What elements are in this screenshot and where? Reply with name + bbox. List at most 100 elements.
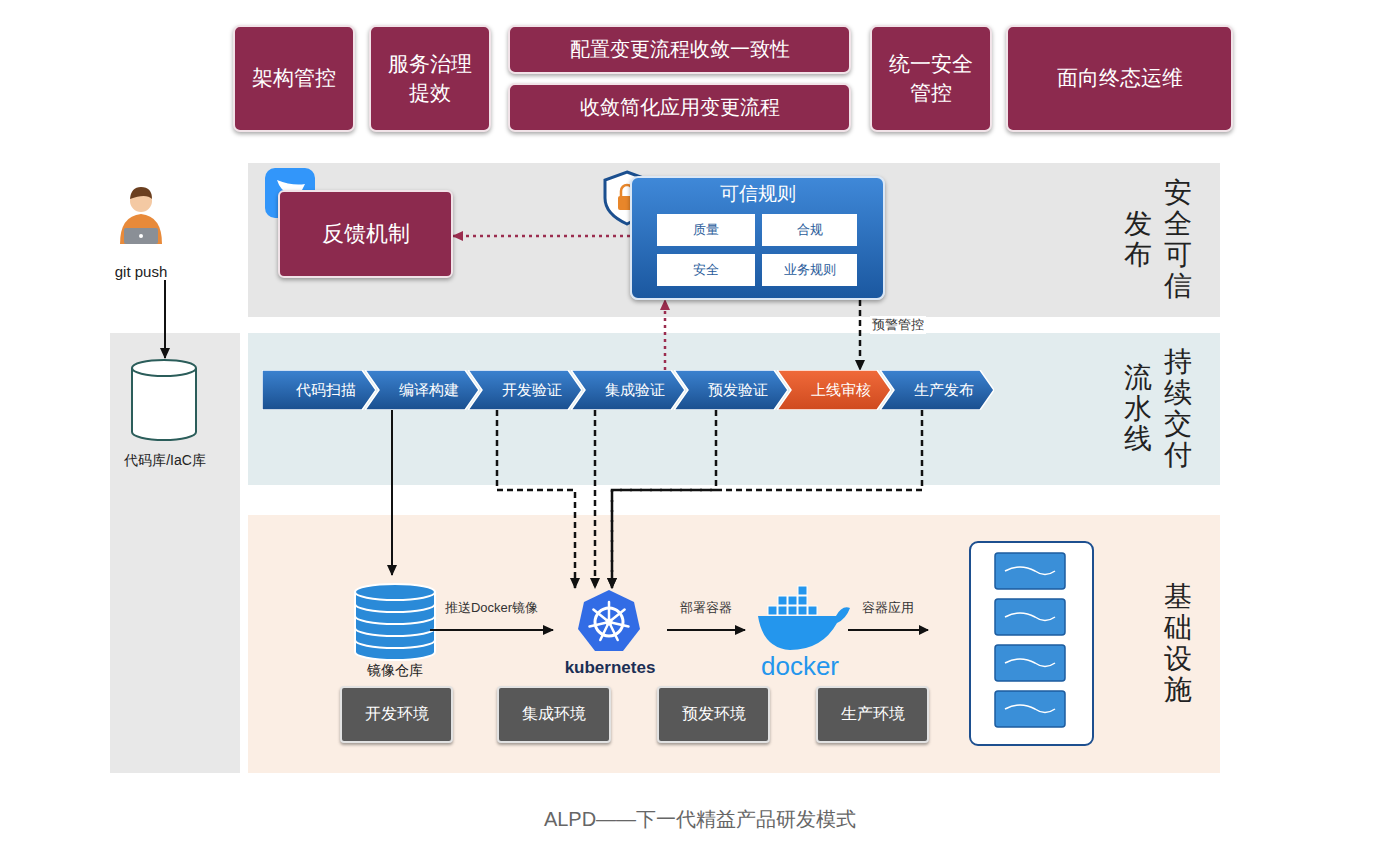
connector <box>667 629 745 631</box>
goal-box: 架构管控 <box>233 25 355 132</box>
pipeline-stage: 代码扫描 <box>262 370 376 410</box>
chevron-fill <box>777 370 891 410</box>
edge-label: 推送Docker镜像 <box>443 599 540 617</box>
band-title: 基础设施 <box>1164 515 1192 773</box>
band-ground <box>248 333 1220 485</box>
node-label: 开发验证 <box>502 381 562 400</box>
band-label: 安全可信 <box>1164 178 1192 301</box>
repo-node: 代码库/IaC库 <box>110 358 220 470</box>
docker-node: docker <box>745 590 855 682</box>
band-label: 持续交付 <box>1164 347 1192 470</box>
pipeline-stage: 开发验证 <box>468 370 582 410</box>
band-ground <box>248 515 1220 773</box>
pipeline-stage: 上线审核 <box>777 370 891 410</box>
kubernetes-icon <box>578 590 640 651</box>
rule-cell: 安全 <box>657 254 755 286</box>
band-label: 发布 <box>1124 209 1152 271</box>
chevron-fill <box>262 370 376 410</box>
node-label: 业务规则 <box>784 261 836 279</box>
rule-box: 可信规则质量 合规安全 业务规则 <box>630 176 885 300</box>
goal-box: 配置变更流程收敛一致性 <box>508 25 851 74</box>
node-label: docker <box>761 651 839 682</box>
node-label: 集成验证 <box>605 381 665 400</box>
developer-node: git push <box>96 186 186 280</box>
node-label: 生产环境 <box>841 704 905 725</box>
image-repo-icon <box>355 584 435 660</box>
arrow-label: 容器应用 <box>860 599 916 617</box>
goal-box: 收敛简化应用变更流程 <box>508 83 851 132</box>
layer-band: 基础设施镜像仓库 kubernetes docker 开发环境 集成环境 预发环境 生产环境 <box>248 515 1220 773</box>
band-title: 持续交付流水线 <box>1124 333 1192 485</box>
node-label: 合规 <box>797 221 823 239</box>
node-label: 质量 <box>693 221 719 239</box>
band-label: 流水线 <box>1124 363 1152 455</box>
left-column <box>110 333 240 773</box>
node-label: 开发环境 <box>365 704 429 725</box>
node-label: 安全 <box>693 261 719 279</box>
connector <box>391 410 393 575</box>
node-label: 配置变更流程收敛一致性 <box>570 36 790 63</box>
environment-box: 集成环境 <box>497 686 611 743</box>
node-label: 反馈机制 <box>322 219 410 249</box>
pipeline-stage: 编译构建 <box>365 370 479 410</box>
docker-icon <box>758 586 850 650</box>
node-label: 生产发布 <box>914 381 974 400</box>
goal-box: 统一安全管控 <box>870 25 992 132</box>
connector <box>594 410 597 588</box>
repo-cylinder <box>132 360 196 440</box>
environment-box: 开发环境 <box>340 686 453 743</box>
node-label: 服务治理提效 <box>387 50 473 107</box>
node-label: 集成环境 <box>522 704 586 725</box>
chevron-fill <box>571 370 685 410</box>
node-label: 收敛简化应用变更流程 <box>580 94 780 121</box>
node-label: 面向终态运维 <box>1057 64 1183 92</box>
chevron-fill <box>674 370 788 410</box>
node-label: 预发环境 <box>682 704 746 725</box>
node-label: 编译构建 <box>399 381 459 400</box>
chevron-fill <box>880 370 994 410</box>
connector <box>664 300 667 370</box>
goal-box: 服务治理提效 <box>369 25 491 132</box>
node-label: 代码扫描 <box>296 381 356 400</box>
person-icon <box>120 187 162 244</box>
caption: ALPD——下一代精益产品研发模式 <box>0 806 1400 833</box>
pipeline-stage: 生产发布 <box>880 370 994 410</box>
band-ground <box>248 163 1220 317</box>
node-label: 预发验证 <box>708 381 768 400</box>
rule-cell: 合规 <box>762 214 857 246</box>
band-title: 安全可信发布 <box>1124 163 1192 317</box>
pipeline-stage: 集成验证 <box>571 370 685 410</box>
connector <box>164 280 166 358</box>
goal-box: 面向终态运维 <box>1006 25 1233 132</box>
node-label: 代码库/IaC库 <box>124 452 206 470</box>
pipeline-stage: 预发验证 <box>674 370 788 410</box>
node-label: 上线审核 <box>811 381 871 400</box>
node-label: kubernetes <box>565 658 656 678</box>
environment-box: 预发环境 <box>657 686 770 743</box>
kubernetes-node: kubernetes <box>553 588 667 678</box>
edge-label: 预警管控 <box>870 316 926 334</box>
feedback-box: 反馈机制 <box>278 190 453 278</box>
node-label: 可信规则 <box>720 181 796 207</box>
connector <box>612 410 716 588</box>
image-repo-node: 镜像仓库 <box>360 575 430 680</box>
connector <box>612 410 922 588</box>
band-label: 基础设施 <box>1164 582 1192 705</box>
flow-arrow <box>848 629 928 631</box>
edge-label: 部署容器 <box>678 599 734 617</box>
container-stack <box>970 542 1093 745</box>
connector <box>497 410 575 588</box>
layer-band: 安全可信发布 反馈机制 可信规则质量 合规安全 业务规则 <box>248 163 1220 317</box>
rule-cell: 业务规则 <box>762 254 857 286</box>
node-label: 架构管控 <box>252 64 336 92</box>
node-label: git push <box>115 263 168 280</box>
rule-cell: 质量 <box>657 214 755 246</box>
node-label: 镜像仓库 <box>367 662 423 680</box>
layer-band: 持续交付流水线 代码扫描 编译构建 开发验证 集成验证 预发验证 上线审核 生产发布 <box>248 333 1220 485</box>
connector <box>859 300 862 370</box>
environment-box: 生产环境 <box>816 686 929 743</box>
chevron-fill <box>468 370 582 410</box>
connector <box>453 235 630 238</box>
connector <box>430 629 553 631</box>
chevron-fill <box>365 370 479 410</box>
